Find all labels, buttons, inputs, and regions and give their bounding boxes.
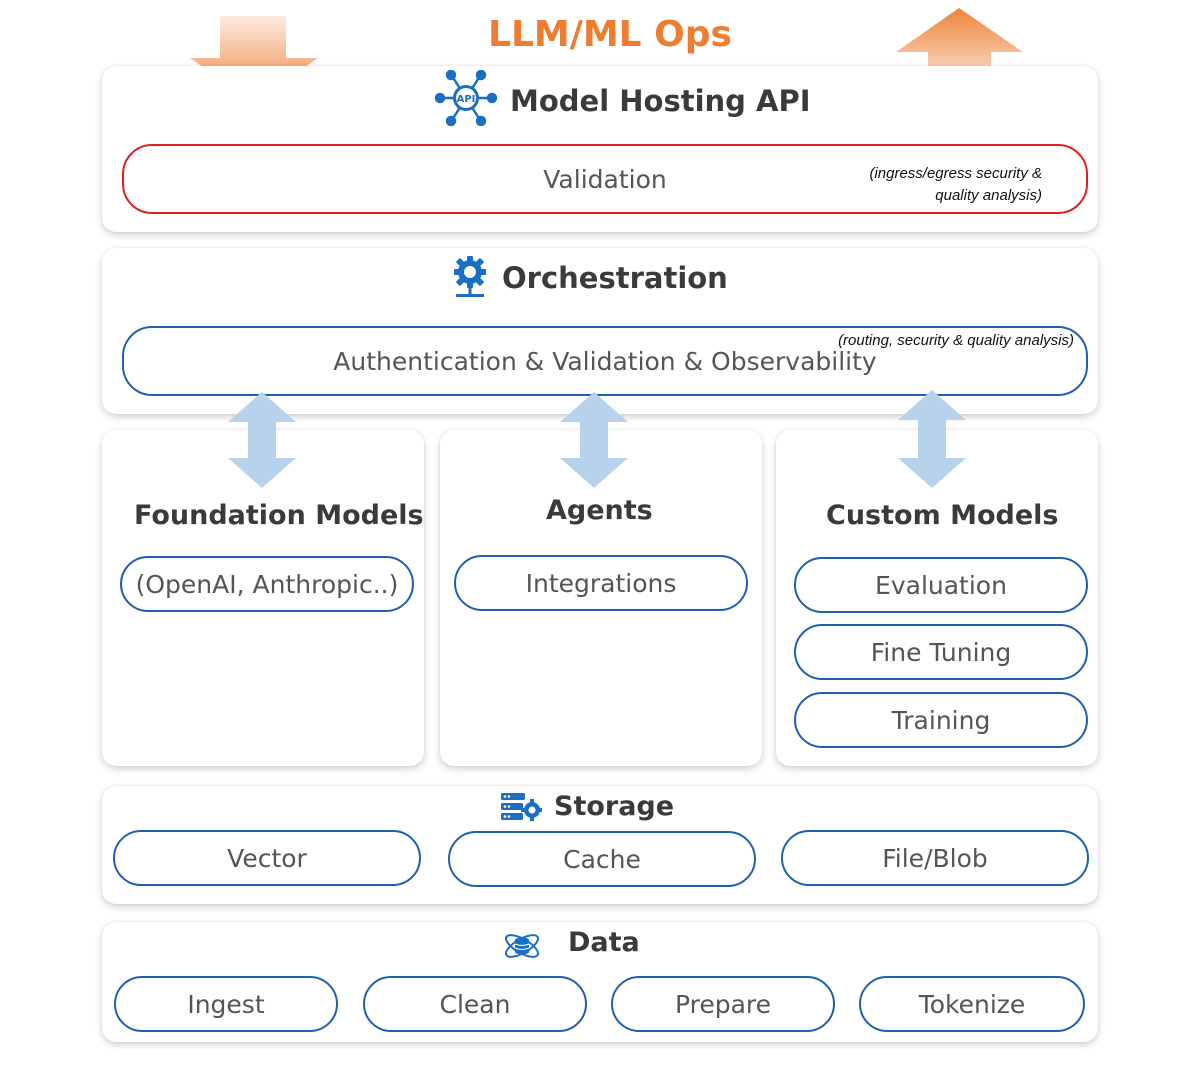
authentication-validation-observability-pill[interactable]: Authentication & Validation & Observabil…	[122, 326, 1088, 396]
vector-label: Vector	[227, 843, 307, 873]
prepare-pill[interactable]: Prepare	[611, 976, 835, 1032]
validation-pill[interactable]: Validation	[122, 144, 1088, 214]
file-blob-label: File/Blob	[882, 843, 988, 873]
clean-pill[interactable]: Clean	[363, 976, 587, 1032]
down-arrow-icon	[190, 16, 318, 102]
database-atom-icon	[505, 934, 539, 958]
cache-pill[interactable]: Cache	[448, 831, 756, 887]
svg-text:API: API	[457, 94, 476, 105]
evaluation-pill[interactable]: Evaluation	[794, 557, 1088, 613]
openai-anthropic-label: (OpenAI, Anthropic..)	[135, 569, 399, 599]
orchestration-heading: Orchestration	[502, 261, 728, 295]
up-arrow-icon	[896, 8, 1023, 98]
diagram-title: LLM/ML Ops	[488, 14, 732, 55]
validation-note: (ingress/egress security & quality analy…	[869, 163, 1042, 207]
custom-orchestration-arrow-icon	[898, 390, 966, 488]
file-blob-pill[interactable]: File/Blob	[781, 830, 1089, 886]
prepare-label: Prepare	[674, 989, 772, 1019]
agents-orchestration-arrow-icon	[560, 392, 628, 488]
orchestration-note: (routing, security & quality analysis)	[838, 332, 1074, 349]
tokenize-label: Tokenize	[918, 989, 1026, 1019]
server-gear-icon	[501, 793, 542, 821]
training-pill[interactable]: Training	[794, 692, 1088, 748]
agents-heading: Agents	[546, 495, 653, 526]
ingest-label: Ingest	[187, 989, 265, 1019]
clean-label: Clean	[439, 989, 511, 1019]
integrations-pill[interactable]: Integrations	[454, 555, 748, 611]
validation-note-line-1: (ingress/egress security &	[869, 165, 1042, 182]
training-label: Training	[891, 705, 991, 735]
custom-models-heading: Custom Models	[826, 500, 1059, 531]
foundation-models-heading: Foundation Models	[134, 500, 424, 531]
fine-tuning-label: Fine Tuning	[870, 637, 1012, 667]
validation-note-line-2: quality analysis)	[935, 187, 1042, 204]
validation-label: Validation	[543, 164, 667, 194]
vector-pill[interactable]: Vector	[113, 830, 421, 886]
cache-label: Cache	[563, 844, 641, 874]
authentication-validation-observability-label: Authentication & Validation & Observabil…	[333, 346, 877, 376]
fine-tuning-pill[interactable]: Fine Tuning	[794, 624, 1088, 680]
integrations-label: Integrations	[525, 568, 677, 598]
model-hosting-heading: Model Hosting API	[510, 84, 811, 118]
storage-heading: Storage	[554, 791, 675, 822]
tokenize-pill[interactable]: Tokenize	[859, 976, 1085, 1032]
openai-anthropic-pill[interactable]: (OpenAI, Anthropic..)	[120, 556, 414, 612]
gear-network-icon	[454, 256, 486, 297]
data-heading: Data	[568, 927, 640, 958]
api-network-icon: API	[434, 70, 498, 126]
ingest-pill[interactable]: Ingest	[114, 976, 338, 1032]
foundation-orchestration-arrow-icon	[228, 392, 296, 488]
evaluation-label: Evaluation	[875, 570, 1007, 600]
